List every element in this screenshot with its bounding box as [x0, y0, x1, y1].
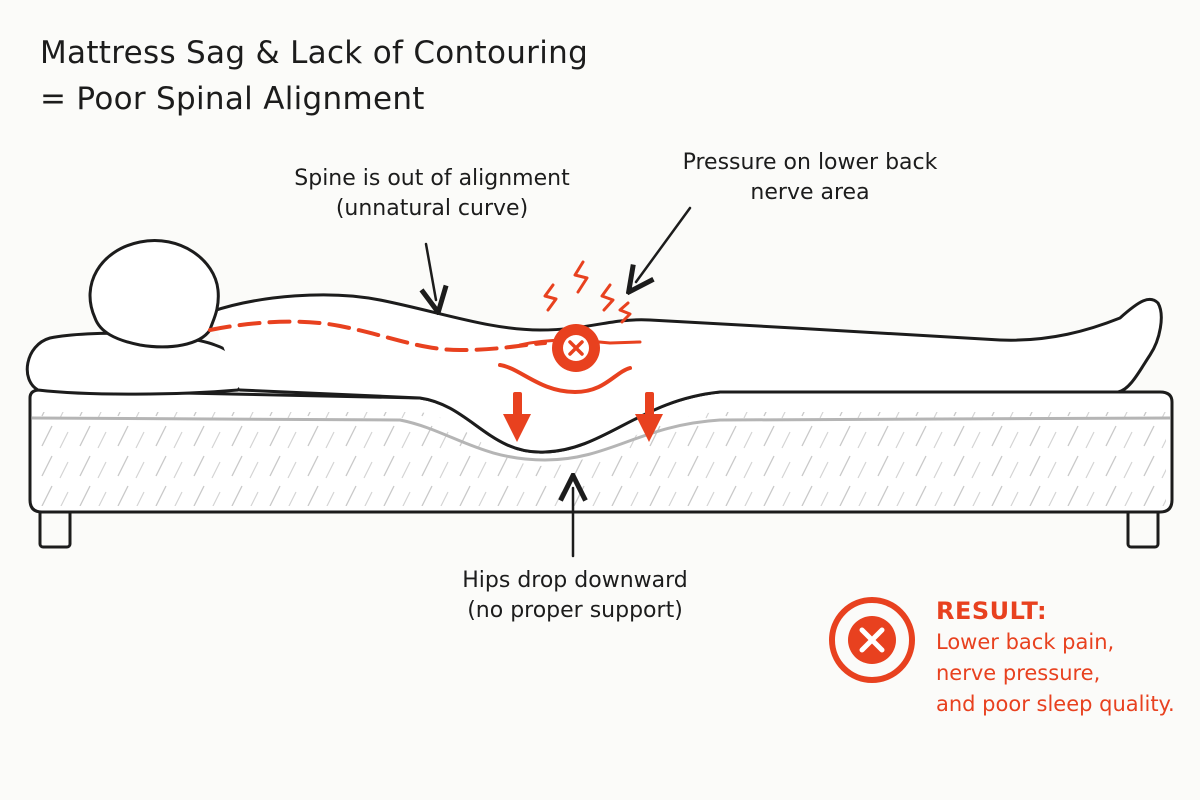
hips-annotation: Hips drop downward (no proper support): [420, 566, 730, 626]
spine-annotation-line-2: (unnatural curve): [335, 196, 529, 221]
mattress-top-layer-line: [31, 416, 1171, 462]
result-heading: RESULT:: [936, 597, 1048, 625]
result-line-1: Lower back pain,: [936, 630, 1115, 654]
spine-annotation: Spine is out of alignment (unnatural cur…: [262, 164, 602, 224]
person-head: [88, 239, 220, 349]
result-line-2: nerve pressure,: [936, 661, 1101, 685]
down-arrow-right: [635, 392, 663, 442]
downward-force-arrows: [503, 392, 663, 442]
pressure-annotation-line-1: Pressure on lower back: [682, 150, 938, 175]
diagram-title: Mattress Sag & Lack of Contouring = Poor…: [40, 30, 588, 122]
hips-annotation-line-1: Hips drop downward: [462, 568, 688, 593]
pillow: [25, 331, 246, 396]
lightning-mark-1: [543, 283, 558, 312]
pressure-annotation: Pressure on lower back nerve area: [650, 148, 970, 208]
spine-pointer-arrow: [426, 242, 436, 300]
pain-x-circle-icon: [552, 324, 600, 372]
lightning-mark-4: [618, 301, 632, 324]
hips-annotation-line-2: (no proper support): [467, 598, 683, 623]
lightning-mark-3: [600, 283, 615, 312]
down-arrow-left: [503, 392, 531, 442]
result-line-3: and poor sleep quality.: [936, 692, 1175, 716]
person-body: [208, 293, 1163, 454]
pain-lightning-marks: [543, 260, 632, 324]
mattress-hatching: [36, 412, 1166, 506]
pressure-pointer-arrow: [636, 206, 692, 282]
result-x-circle-icon: [829, 597, 915, 683]
pressure-annotation-line-2: nerve area: [750, 180, 870, 205]
title-line-2: = Poor Spinal Alignment: [40, 81, 425, 117]
pointer-arrows: [426, 206, 692, 558]
lightning-mark-2: [573, 260, 589, 294]
bed-legs: [38, 503, 1160, 549]
spine-curve: [208, 319, 547, 353]
mattress: [28, 388, 1174, 514]
title-line-1: Mattress Sag & Lack of Contouring: [40, 35, 589, 71]
result-box: RESULT: Lower back pain, nerve pressure,…: [936, 596, 1175, 720]
spine-annotation-line-1: Spine is out of alignment: [294, 166, 570, 191]
hip-sag-line: [498, 363, 632, 395]
